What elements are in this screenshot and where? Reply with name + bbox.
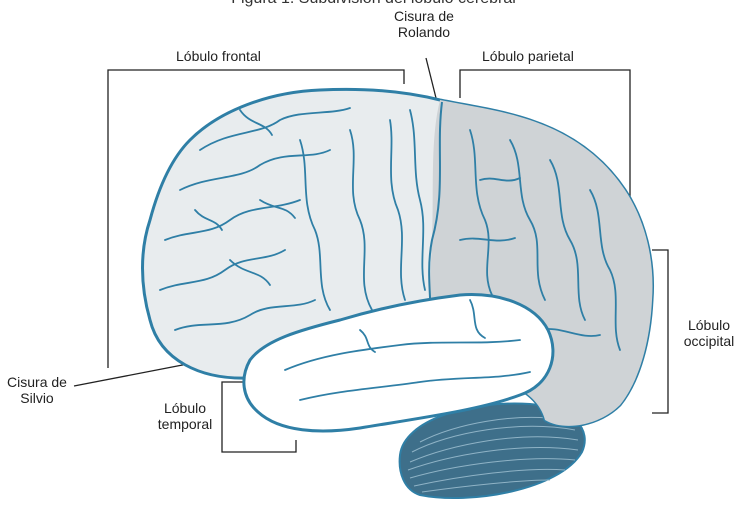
occipital-bracket	[652, 250, 668, 413]
frontal-lobe-label: Lóbulo frontal	[176, 48, 261, 64]
parietal-lobe-label: Lóbulo parietal	[482, 48, 574, 64]
temporal-label-line1: Lóbulo	[150, 400, 220, 416]
occipital-lobe-label: Lóbulo occipital	[674, 317, 744, 349]
rolando-label-line1: Cisura de	[386, 8, 462, 24]
silvio-fissure-label: Cisura de Silvio	[2, 374, 72, 406]
occipital-label-line1: Lóbulo	[674, 317, 744, 333]
rolando-label-line2: Rolando	[386, 24, 462, 40]
temporal-lobe-label: Lóbulo temporal	[150, 400, 220, 432]
temporal-label-line2: temporal	[150, 416, 220, 432]
rolando-fissure-label: Cisura de Rolando	[386, 8, 462, 40]
silvio-label-line1: Cisura de	[2, 374, 72, 390]
silvio-label-line2: Silvio	[2, 390, 72, 406]
occipital-label-line2: occipital	[674, 333, 744, 349]
